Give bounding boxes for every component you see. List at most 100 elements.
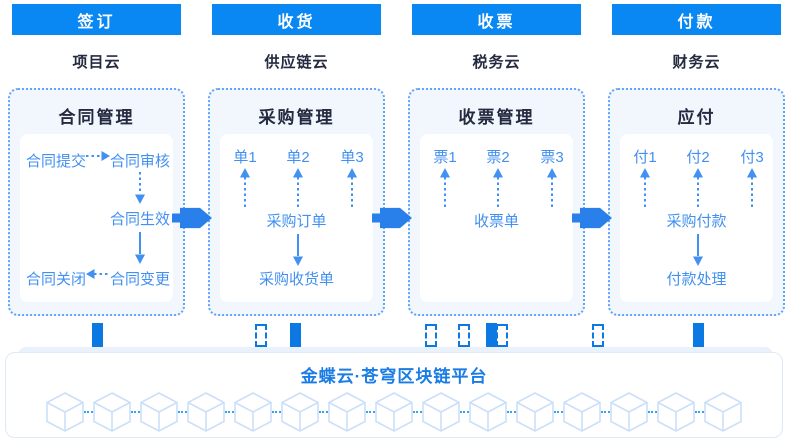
step-button-invoice: 收票 (412, 4, 581, 35)
panel-purchase-management: 采购管理 单1 单2 单3 采购订单 (208, 88, 385, 316)
chain-connector-solid (290, 323, 301, 347)
cube-icon (187, 392, 225, 432)
chain-connector-dashed (425, 324, 437, 347)
chain-link-icon (507, 411, 516, 413)
node-purchase-payment: 采购付款 (666, 213, 727, 230)
panel-title: 应付 (677, 108, 716, 127)
cube-icon (516, 392, 554, 432)
dotted-up-arrow-icon (440, 168, 450, 207)
dotted-down-arrow-icon (135, 172, 145, 204)
panel-flow-arrow-2 (372, 207, 412, 229)
chain-link-icon (225, 411, 234, 413)
cube-icon (46, 392, 84, 432)
column-pay: 付款 财务云 应付 付1 付2 付3 采购付款 (608, 0, 785, 320)
node-purchase-order: 采购订单 (266, 213, 327, 230)
cloud-label-supplychain: 供应链云 (264, 54, 329, 71)
node-contract-review: 合同审核 (110, 153, 171, 170)
panel-flow-arrow-1 (172, 207, 212, 229)
panel-flow-arrow-3 (572, 207, 612, 229)
dotted-left-arrow-icon (86, 269, 110, 279)
chain-link-icon (319, 411, 328, 413)
blockchain-cubes (6, 391, 782, 433)
node-contract-effective: 合同生效 (110, 211, 171, 228)
cloud-label-project: 项目云 (72, 54, 121, 71)
chain-connector-dashed (496, 324, 508, 347)
panel-title: 采购管理 (258, 108, 335, 127)
step-button-receive: 收货 (212, 4, 381, 35)
doc-invoice-1: 票1 (433, 149, 457, 166)
chain-link-icon (131, 411, 140, 413)
chain-connector-solid (693, 323, 704, 347)
chain-link-icon (84, 411, 93, 413)
step-button-sign: 签订 (12, 4, 181, 35)
column-sign: 签订 项目云 合同管理 合同提交 合同审核 合同生效 (8, 0, 185, 320)
solid-down-arrow-icon (293, 234, 303, 266)
node-contract-change: 合同变更 (110, 271, 171, 288)
doc-pay-3: 付3 (740, 149, 764, 166)
cube-icon (328, 392, 366, 432)
cube-icon (375, 392, 413, 432)
dotted-up-arrow-icon (293, 168, 303, 207)
dotted-up-arrow-icon (693, 168, 703, 207)
chain-link-icon (413, 411, 422, 413)
doc-order-1: 单1 (233, 149, 257, 166)
cube-icon (657, 392, 695, 432)
dotted-up-arrow-icon (240, 168, 250, 207)
cloud-label-finance: 财务云 (672, 54, 721, 71)
solid-down-arrow-icon (693, 234, 703, 266)
chain-connector-dashed (592, 324, 604, 347)
dotted-right-arrow-icon (86, 151, 110, 161)
panel-payable: 应付 付1 付2 付3 采购付款 (608, 88, 785, 316)
chain-connector-solid (92, 323, 103, 347)
chain-link-icon (601, 411, 610, 413)
panel-invoice-management: 收票管理 票1 票2 票3 收票单 (408, 88, 585, 316)
panel-title: 收票管理 (458, 108, 535, 127)
dotted-up-arrow-icon (640, 168, 650, 207)
purchase-flow-box: 单1 单2 单3 采购订单 (220, 134, 373, 302)
doc-invoice-3: 票3 (540, 149, 564, 166)
invoice-flow-box: 票1 票2 票3 收票单 (420, 134, 573, 302)
cube-icon (422, 392, 460, 432)
node-purchase-receipt: 采购收货单 (258, 271, 334, 288)
doc-pay-2: 付2 (686, 149, 710, 166)
chain-link-icon (366, 411, 375, 413)
chain-link-icon (272, 411, 281, 413)
chain-connector-solid (486, 323, 497, 347)
cloud-label-tax: 税务云 (472, 54, 521, 71)
chain-connector-dashed (458, 324, 470, 347)
dotted-up-arrow-icon (347, 168, 357, 207)
dotted-up-arrow-icon (747, 168, 757, 207)
chain-link-icon (695, 411, 704, 413)
cube-icon (610, 392, 648, 432)
solid-down-arrow-icon (135, 232, 145, 264)
panel-contract-management: 合同管理 合同提交 合同审核 合同生效 合同关闭 (8, 88, 185, 316)
cube-icon (704, 392, 742, 432)
platform-title: 金蝶云·苍穹区块链平台 (300, 367, 488, 386)
node-payment-process: 付款处理 (666, 271, 727, 288)
chain-link-icon (460, 411, 469, 413)
doc-order-2: 单2 (286, 149, 310, 166)
cube-icon (93, 392, 131, 432)
doc-pay-1: 付1 (633, 149, 657, 166)
cube-icon (281, 392, 319, 432)
dotted-up-arrow-icon (493, 168, 503, 207)
column-invoice: 收票 税务云 收票管理 票1 票2 票3 收票单 (408, 0, 585, 320)
column-receive: 收货 供应链云 采购管理 单1 单2 单3 采购订单 (208, 0, 385, 320)
chain-link-icon (554, 411, 563, 413)
doc-order-3: 单3 (340, 149, 364, 166)
node-contract-close: 合同关闭 (26, 271, 87, 288)
step-button-pay: 付款 (612, 4, 781, 35)
chain-link-icon (178, 411, 187, 413)
contract-flow-box: 合同提交 合同审核 合同生效 合同关闭 (20, 134, 173, 302)
doc-invoice-2: 票2 (486, 149, 510, 166)
cube-icon (563, 392, 601, 432)
blockchain-platform-panel: 金蝶云·苍穹区块链平台 (5, 352, 783, 438)
panel-title: 合同管理 (58, 108, 135, 127)
payable-flow-box: 付1 付2 付3 采购付款 (620, 134, 773, 302)
cube-icon (140, 392, 178, 432)
chain-link-icon (648, 411, 657, 413)
cube-icon (234, 392, 272, 432)
node-contract-submit: 合同提交 (26, 153, 87, 170)
cube-icon (469, 392, 507, 432)
